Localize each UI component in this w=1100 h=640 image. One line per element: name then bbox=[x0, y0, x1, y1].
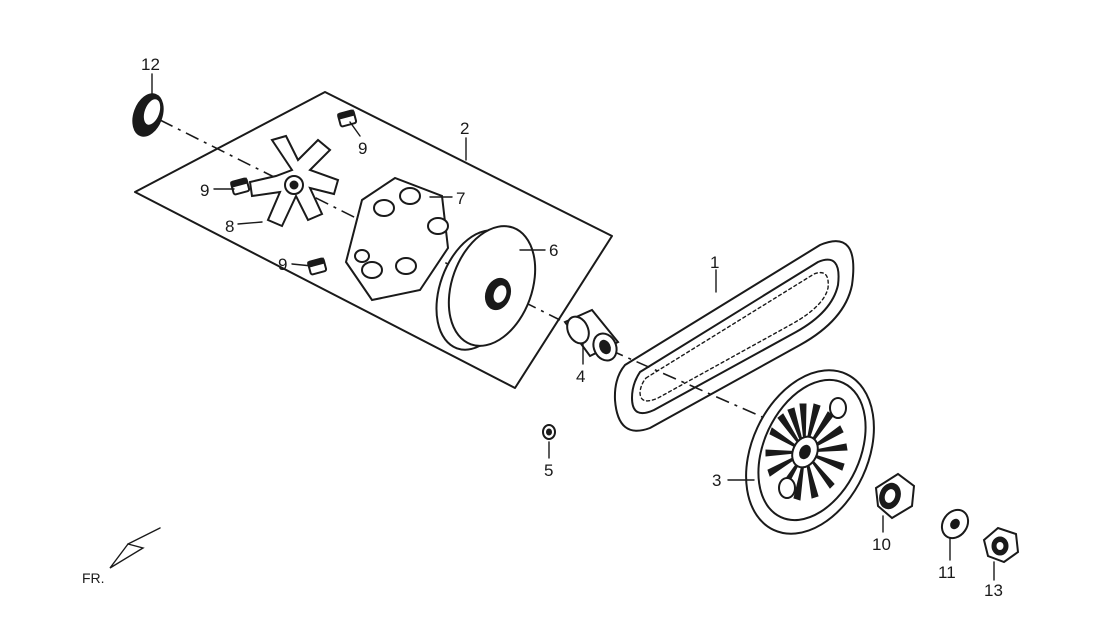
roller-weights-part bbox=[344, 176, 450, 302]
slider-part-left bbox=[230, 177, 251, 196]
callout-7: 7 bbox=[456, 189, 465, 208]
oil-seal-part bbox=[132, 93, 164, 137]
slider-part-bottom bbox=[307, 257, 328, 276]
callout-9-top: 9 bbox=[358, 139, 367, 158]
washer-part bbox=[940, 508, 970, 540]
callout-11: 11 bbox=[938, 563, 956, 582]
nut-part bbox=[982, 526, 1020, 564]
callout-9-bottom: 9 bbox=[278, 255, 287, 274]
callout-6: 6 bbox=[549, 241, 558, 260]
callout-4: 4 bbox=[576, 367, 585, 386]
callout-1: 1 bbox=[710, 253, 719, 272]
ramp-plate-part bbox=[248, 134, 340, 228]
callout-9-left: 9 bbox=[200, 181, 209, 200]
leader-lines bbox=[151, 73, 995, 581]
small-ring-part bbox=[542, 424, 556, 440]
callout-10: 10 bbox=[872, 535, 891, 554]
callout-13: 13 bbox=[984, 581, 1003, 600]
front-direction-arrow-icon bbox=[109, 527, 161, 569]
movable-drive-face-part bbox=[435, 225, 537, 351]
slider-part-top bbox=[337, 109, 358, 128]
clutch-nut-part bbox=[874, 472, 916, 520]
front-direction-label: FR. bbox=[82, 570, 105, 586]
callout-8: 8 bbox=[225, 217, 234, 236]
clutch-outer-part bbox=[745, 369, 875, 535]
callout-3: 3 bbox=[712, 471, 721, 490]
assembly-frame bbox=[134, 91, 613, 389]
drive-belt-part bbox=[613, 240, 855, 432]
collar-part bbox=[563, 308, 620, 362]
callout-2: 2 bbox=[460, 119, 469, 138]
callout-12: 12 bbox=[141, 55, 160, 74]
callout-5: 5 bbox=[544, 461, 553, 480]
